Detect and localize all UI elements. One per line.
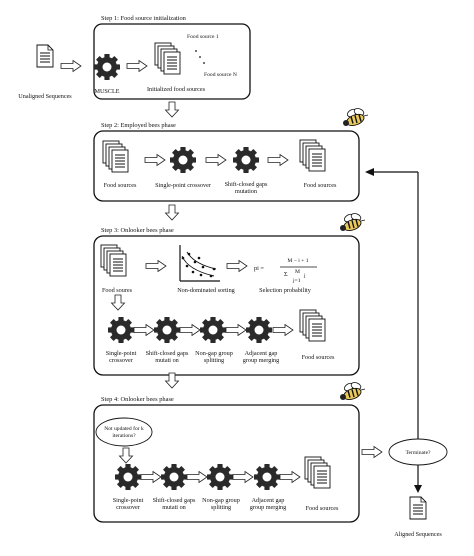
formula-den-bottom: j=1 [292,278,301,284]
non-dominated-sorting-label: Non-dominated sorting [177,287,235,294]
muscle-gear-icon [94,54,120,80]
formula-den-j: j [303,273,306,279]
food-soures-document-stack-icon [101,245,126,276]
food-source-1-label: Food source 1 [187,34,219,40]
shift-gear-icon [161,464,187,490]
step4-title: Step 4: Onlooker bees phase [101,396,174,403]
initialized-document-stack-icon [155,43,180,74]
arrow-right-icon [60,60,82,72]
arrow-right-icon [144,154,166,166]
arrow-right-icon [361,446,383,458]
initialized-food-sources-label: Initialized food sources [147,86,206,93]
step4-adj-l1: Adjacent gap [252,497,285,504]
arrow-right-icon [133,324,155,336]
formula-numerator: M − i + 1 [287,258,308,264]
step3-nongap-l2: splitting [204,357,224,364]
step3-title: Step 3: Onlooker bees phase [101,227,174,234]
step3-food-sources-out: Food sources [302,354,335,361]
step3-shift-l1: Shift-closed gaps [146,350,189,357]
bee-icon [339,211,366,234]
bee-icon [342,106,369,129]
step2-food-sources-out-label: Food sources [304,182,337,189]
step4-cond-l2: iterations? [112,433,136,439]
step3-crossover-l2: crossover [109,357,133,364]
arrow-right-icon [232,471,254,483]
formula-pi: pi = [254,265,264,272]
food-sources-out-document-stack-icon [300,140,325,171]
step3-panel [93,235,360,376]
arrow-right-icon [179,324,201,336]
nongap-gear-icon [207,464,233,490]
arrow-right-icon [267,154,289,166]
arrow-right-icon [140,471,162,483]
crossover-gear-icon [108,317,134,343]
step2-title: Step 2: Employed bees phase [101,122,176,129]
arrow-down-icon [165,101,179,118]
food-source-n-label: Food source N [204,72,237,78]
step3-crossover-l1: Single-point [106,350,137,357]
aligned-document-icon [409,496,427,520]
step3-nongap-l1: Non-gap group [195,350,233,357]
arrow-to-aligned [414,465,422,493]
step2-panel [93,130,360,202]
formula-den-top: M [295,269,300,275]
step2-food-sources-label: Food sources [104,182,137,189]
arrow-right-icon [226,260,248,272]
step4-adj-l2: group merging [250,504,287,511]
crossover-gear-icon [170,147,196,173]
arrow-down-icon [111,294,125,311]
adjacent-gear-icon [246,317,272,343]
single-point-crossover-label: Single-point crossover [155,182,211,189]
step4-cond-l1: Not updated for k [104,425,144,432]
step3-adj-l2: group merging [243,357,280,364]
step1-panel [93,23,251,100]
arrow-right-icon [272,324,294,336]
arrow-right-icon [126,60,148,72]
food-sources-out-document-stack-icon [305,457,330,488]
nongap-gear-icon [200,317,226,343]
step4-nongap-l1: Non-gap group [202,497,240,504]
crossover-gear-icon [115,464,141,490]
shift-gear-icon [154,317,180,343]
unaligned-sequences-label: Unaligned Sequences [18,93,72,100]
scatter-plot-icon [179,245,220,282]
not-updated-decision [95,417,153,447]
arrow-right-icon [186,471,208,483]
step4-crossover-l2: crossover [116,504,140,511]
arrow-right-icon [205,154,227,166]
step1-title: Step 1: Food source initialization [101,15,187,22]
step4-food-sources-out: Food sources [306,505,339,512]
bee-icon [339,380,366,403]
aligned-sequences-label: Aligned Sequences [394,531,442,538]
adjacent-gear-icon [254,464,280,490]
arrow-right-icon [225,324,247,336]
step3-shift-l2: mutati on [155,357,179,364]
step3-adj-l1: Adjacent gap [245,350,278,357]
step4-panel [93,404,360,523]
step4-crossover-l1: Single-point [113,497,144,504]
mutation-label: mutation [235,188,257,195]
arrow-down-icon [165,204,179,221]
selection-probability-formula: pi = M − i + 1 Σ M j=1 j [254,258,317,284]
mutation-gear-icon [233,147,259,173]
formula-sigma: Σ [284,271,288,278]
food-sources-out-document-stack-icon [300,310,325,341]
arrow-down-icon [119,447,133,464]
step4-shift-l1: Shift-closed gaps [153,497,196,504]
arrow-right-icon [279,471,301,483]
food-soures-label: Food soures [102,287,133,294]
shift-closed-gaps-label: Shift-closed gaps [225,181,268,188]
step4-nongap-l2: splitting [211,504,231,511]
muscle-label: MUSCLE [94,88,119,95]
step4-shift-l2: mutati on [162,504,186,511]
unaligned-document-icon [36,44,54,68]
food-sources-document-stack-icon [103,141,128,172]
arrow-right-icon [145,260,167,272]
selection-probability-label: Selection probability [259,287,312,294]
loop-back-arrow [365,168,419,439]
terminate-label: Terminate? [405,450,431,456]
